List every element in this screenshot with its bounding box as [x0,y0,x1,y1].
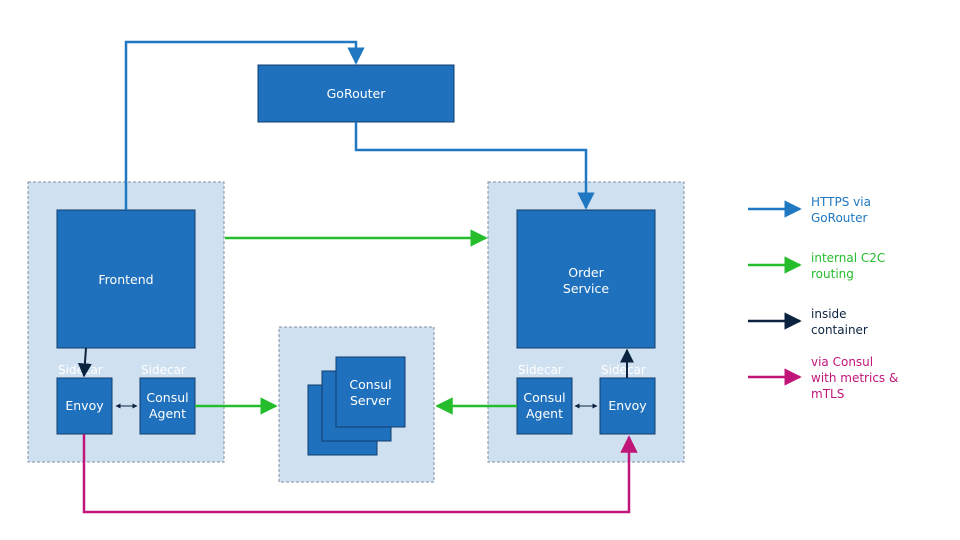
gorouter-box [257,64,455,123]
app-label-center: App [282,313,305,327]
consul-agent-left-label-1: Consul [146,390,188,405]
envoy-left-label: Envoy [65,398,104,413]
inside-arrow-frontend-to-envoy [77,347,92,378]
consul-server-label-1: Consul [349,377,391,392]
https-arrow-gorouter-to-order [354,122,595,210]
sidecar-label-right-1: Sidecar [518,363,563,377]
app-label-right: App [491,168,514,182]
frontend-box [56,209,196,349]
consul-arrow-envoy-to-envoy [82,434,638,514]
envoy-right-box [599,377,656,435]
legend-consul-line2: with metrics & [811,371,898,385]
envoy-left-box [56,377,113,435]
order-service-box [516,209,656,349]
consul-agent-left-box [139,377,196,435]
legend: HTTPS via GoRouter internal C2C routing … [748,195,898,401]
https-arrow-frontend-to-gorouter [124,40,365,210]
sidecar-label-right-2: Sidecar [601,363,646,377]
legend-c2c-line1: internal C2C [811,251,885,265]
order-service-label-2: Service [563,281,610,296]
consul-agent-right-label-2: Agent [526,406,563,421]
legend-consul-line3: mTLS [811,387,844,401]
legend-consul-line1: via Consul [811,355,873,369]
consul-server-box [335,356,406,428]
envoy-right-label: Envoy [608,398,647,413]
frontend-label: Frontend [98,272,153,287]
consul-server-label-2: Server [350,393,392,408]
app-label-left: App [31,168,54,182]
legend-https-line1: HTTPS via [811,195,871,209]
legend-c2c-line2: routing [811,267,854,281]
legend-inside-line1: inside [811,307,847,321]
legend-https-line2: GoRouter [811,211,867,225]
consul-agent-right-label-1: Consul [523,390,565,405]
legend-inside-line2: container [811,323,868,337]
sidecar-label-left-1: Sidecar [58,363,103,377]
order-service-label-1: Order [568,265,604,280]
consul-agent-right-box [516,377,573,435]
consul-agent-left-label-2: Agent [149,406,186,421]
gorouter-label: GoRouter [327,86,387,101]
sidecar-label-left-2: Sidecar [141,363,186,377]
